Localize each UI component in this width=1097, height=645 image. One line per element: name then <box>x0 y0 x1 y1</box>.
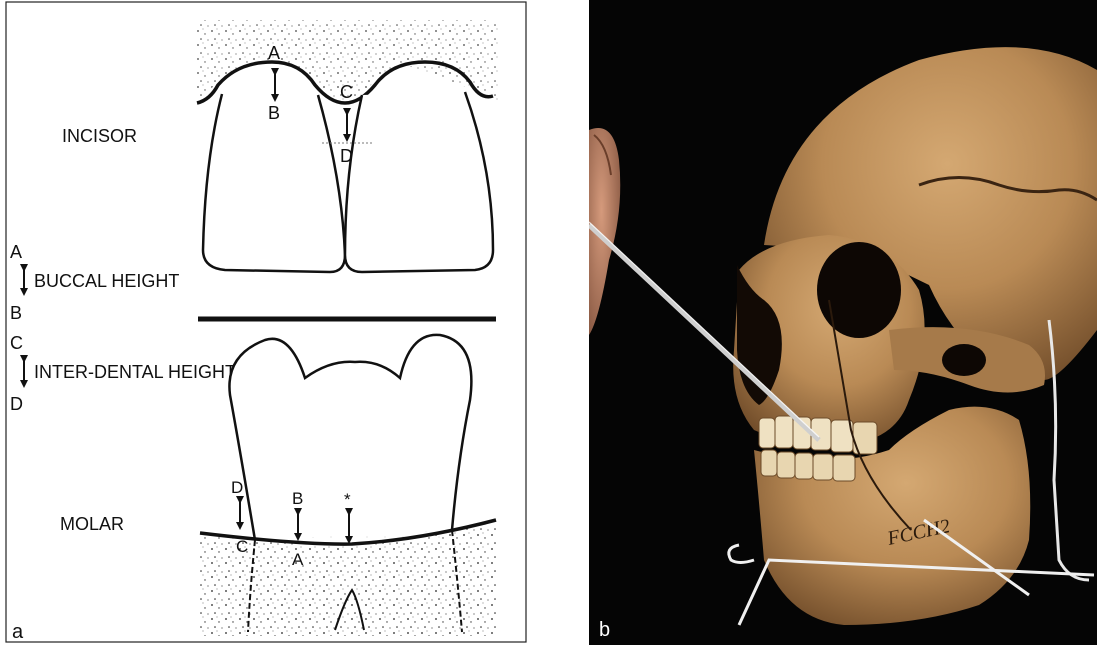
legend-interdental-bottom: D <box>10 394 23 414</box>
ear-canal <box>942 344 986 376</box>
molar-point-a: A <box>292 550 304 569</box>
incisor-point-b: B <box>268 103 280 123</box>
molar-label: MOLAR <box>60 514 124 534</box>
incisor-point-a: A <box>268 43 280 63</box>
orbit <box>817 242 901 338</box>
dental-measurement-diagram: A B C D INCISOR A BUCCAL HEIGHT B C INTE… <box>0 0 532 645</box>
incisor-label: INCISOR <box>62 126 137 146</box>
incisor-point-d: D <box>340 146 353 166</box>
molar-point-b: B <box>292 489 303 508</box>
legend-interdental-top: C <box>10 333 23 353</box>
panel-letter-a: a <box>12 621 24 643</box>
skull-photo: FCCH2 b <box>589 0 1097 645</box>
incisor-point-c: C <box>340 82 353 102</box>
legend-buccal-bottom: B <box>10 303 22 323</box>
legend-interdental-text: INTER-DENTAL HEIGHT <box>34 362 236 382</box>
panel-b-photo: FCCH2 b <box>589 0 1097 645</box>
molar-point-star: * <box>344 490 351 509</box>
panel-a-diagram: A B C D INCISOR A BUCCAL HEIGHT B C INTE… <box>0 0 532 645</box>
molar-tooth <box>229 335 471 540</box>
molar-point-c: C <box>236 537 248 556</box>
legend-buccal-top: A <box>10 242 22 262</box>
panel-letter-b: b <box>599 619 610 641</box>
incisor-right-tooth <box>345 92 493 272</box>
legend-buccal-text: BUCCAL HEIGHT <box>34 271 179 291</box>
molar-point-d: D <box>231 478 243 497</box>
